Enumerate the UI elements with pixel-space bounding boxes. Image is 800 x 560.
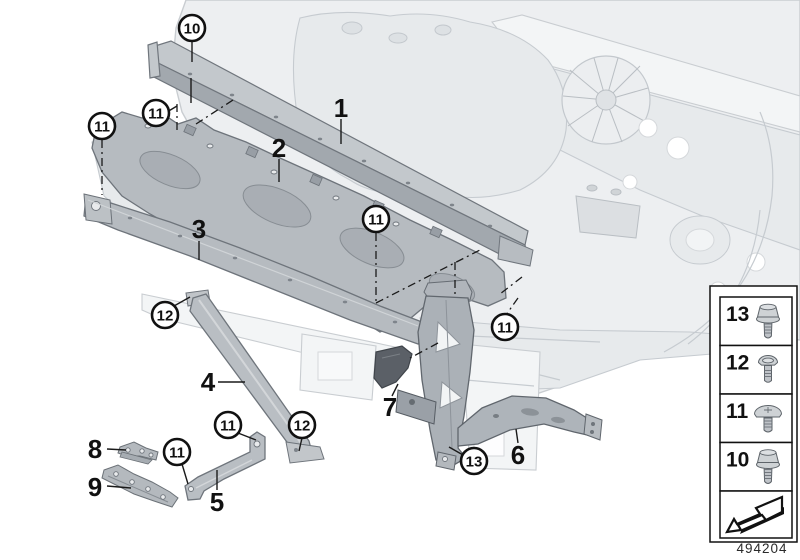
legend-cell-number: 11 (726, 400, 749, 423)
callout-circled-11[interactable]: 11 (87, 111, 117, 141)
legend-arrow-cell[interactable] (719, 490, 793, 539)
legend-cell-10[interactable]: 10 (719, 441, 793, 492)
callout-circled-12[interactable]: 12 (287, 410, 317, 440)
callout-circled-11[interactable]: 11 (141, 98, 171, 128)
callout-circled-12[interactable]: 12 (150, 300, 180, 330)
svg-text:12: 12 (157, 308, 174, 325)
legend-cell-number: 10 (726, 449, 749, 472)
legend-cell-11[interactable]: 11 (719, 393, 793, 444)
part-3-lower-bar (83, 193, 427, 345)
part-2-bulkhead-panel (91, 111, 507, 333)
svg-text:11: 11 (220, 418, 236, 435)
part-9-long-bracket (101, 464, 179, 508)
part-6-bracket-assembly (395, 279, 603, 471)
svg-text:11: 11 (497, 320, 513, 337)
part-label-3[interactable]: 3 (192, 214, 206, 244)
part-label-7[interactable]: 7 (383, 392, 397, 422)
svg-text:11: 11 (148, 106, 164, 123)
part-label-5[interactable]: 5 (210, 487, 224, 517)
part-1-strut-brace (147, 40, 534, 267)
legend-cell-number: 13 (726, 303, 749, 326)
leader-lines (106, 41, 519, 490)
legend-cell-number: 12 (726, 352, 749, 375)
part-label-8[interactable]: 8 (88, 434, 102, 464)
part-label-6[interactable]: 6 (511, 440, 525, 470)
direction-arrow-icon (724, 495, 784, 534)
part-4-diagonal-strut (185, 289, 325, 464)
part-5-support-strap (184, 431, 266, 501)
svg-text:12: 12 (294, 418, 311, 435)
part-label-2[interactable]: 2 (272, 133, 286, 163)
svg-text:13: 13 (466, 454, 483, 471)
document-number: 494204 (736, 541, 787, 556)
svg-text:11: 11 (94, 119, 110, 136)
callout-circled-11[interactable]: 11 (162, 437, 192, 467)
part-8-small-bracket (117, 441, 159, 465)
callout-circled-13[interactable]: 13 (459, 446, 489, 476)
callout-circled-10[interactable]: 10 (177, 13, 207, 43)
fastener-legend: 13 12 11 10 494204 (709, 285, 798, 556)
svg-text:11: 11 (368, 212, 384, 229)
screw-axis-lines (101, 99, 523, 359)
svg-text:11: 11 (169, 445, 185, 462)
callout-circled-11[interactable]: 11 (361, 204, 391, 234)
legend-cell-12[interactable]: 12 (719, 344, 793, 395)
part-label-1[interactable]: 1 (334, 93, 348, 123)
car-body-structure (91, 0, 800, 471)
callout-circled-11[interactable]: 11 (213, 410, 243, 440)
legend-cell-13[interactable]: 13 (719, 296, 793, 347)
callout-circled-11[interactable]: 11 (490, 312, 520, 342)
svg-text:10: 10 (184, 21, 201, 38)
part-label-9[interactable]: 9 (88, 472, 102, 502)
part-7-dark-bracket (373, 345, 413, 389)
part-label-4[interactable]: 4 (201, 367, 216, 397)
